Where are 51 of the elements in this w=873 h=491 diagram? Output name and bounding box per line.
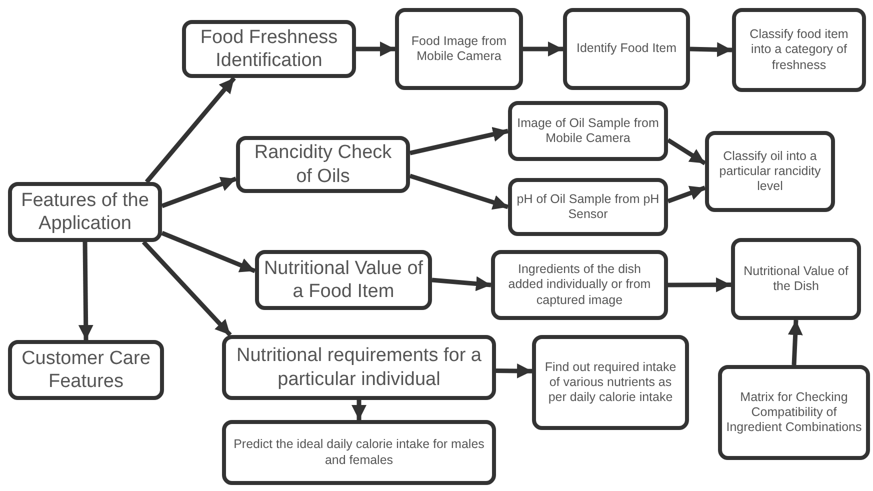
process-box [395, 8, 523, 90]
process-box [508, 178, 668, 236]
process-box [255, 250, 432, 310]
box-label: Find out required intake of various nutrients as per daily calorie intake [544, 360, 678, 406]
arrow [496, 363, 532, 378]
arrow [410, 126, 508, 156]
box-label: Rancidity Check of Oils [253, 141, 393, 188]
box-label: Features of the Application [20, 188, 150, 236]
arrow [690, 42, 732, 58]
arrow [668, 277, 731, 292]
box-label: Nutritional Value of a Food Item [263, 256, 424, 304]
arrow [161, 176, 237, 208]
arrow [432, 276, 492, 292]
box-label: Identify Food Item [576, 41, 677, 57]
process-box [718, 365, 870, 460]
arrow [667, 186, 706, 204]
process-box [532, 335, 689, 430]
arrow [161, 230, 256, 274]
process-box [508, 101, 668, 161]
process-box [222, 335, 496, 400]
arrow [144, 76, 236, 184]
process-box [8, 182, 162, 242]
box-label: Predict the ideal daily calorie intake for males and females [232, 437, 486, 468]
box-label: Ingredients of the dish added individually or from captured image [507, 262, 652, 308]
box-label: Matrix for Checking Compatibility of Ingredient Combinations [726, 390, 862, 436]
process-box [222, 420, 496, 485]
arrow [409, 174, 509, 210]
process-box [182, 20, 356, 78]
process-box [563, 8, 690, 90]
arrow [352, 400, 366, 420]
arrow [788, 320, 803, 366]
box-label: pH of Oil Sample from pH Sensor [516, 192, 660, 222]
box-label: Customer Care Features [20, 346, 152, 394]
arrow [142, 240, 232, 337]
arrow [666, 138, 706, 166]
process-box [8, 340, 164, 400]
arrow [523, 42, 563, 56]
box-label: Nutritional Value of the Dish [742, 264, 850, 294]
box-label: Classify oil into a particular rancidity level [718, 148, 822, 194]
process-box [491, 250, 668, 320]
box-label: Food Image from Mobile Camera [410, 34, 508, 64]
process-box [705, 131, 835, 212]
box-label: Image of Oil Sample from Mobile Camera [516, 116, 660, 146]
box-label: Food Freshness Identification [199, 26, 339, 72]
box-label: Nutritional requirements for a particular individual [236, 344, 482, 391]
process-box [236, 136, 410, 193]
process-box [731, 238, 861, 320]
process-box [732, 8, 866, 92]
arrow [78, 242, 94, 340]
arrow [356, 42, 395, 56]
box-label: Classify food item into a category of freshness [748, 27, 850, 73]
